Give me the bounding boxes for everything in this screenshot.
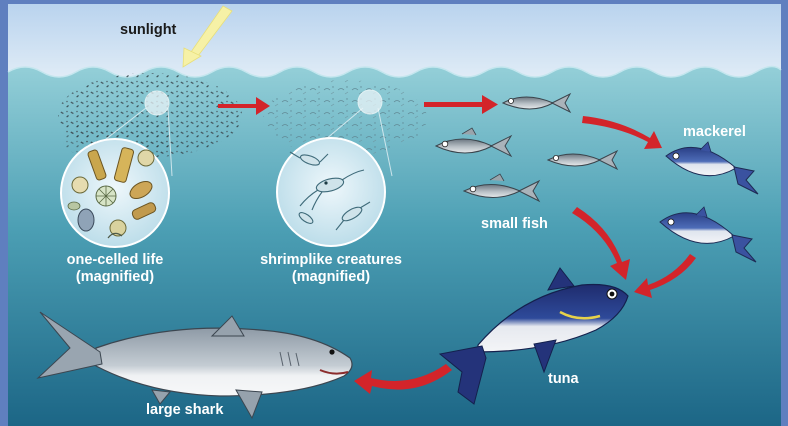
large-shark-label: large shark — [146, 402, 223, 419]
one-celled-life-bubble — [61, 139, 169, 247]
small-fish-label: small fish — [481, 216, 548, 233]
shrimplike-creatures-label: shrimplike creatures (magnified) — [248, 252, 414, 286]
one-celled-life-label: one-celled life (magnified) — [55, 252, 175, 286]
sky — [8, 4, 781, 84]
tuna-label: tuna — [548, 371, 579, 388]
shrimplike-creatures-label-line1: shrimplike creatures — [248, 252, 414, 269]
mackerel-label: mackerel — [683, 124, 746, 141]
one-celled-life-label-line2: (magnified) — [55, 269, 175, 286]
shrimplike-creatures-bubble — [277, 138, 385, 246]
one-celled-life-label-line1: one-celled life — [55, 252, 175, 269]
shrimplike-creatures-label-line2: (magnified) — [248, 269, 414, 286]
sunlight-label: sunlight — [120, 22, 176, 39]
